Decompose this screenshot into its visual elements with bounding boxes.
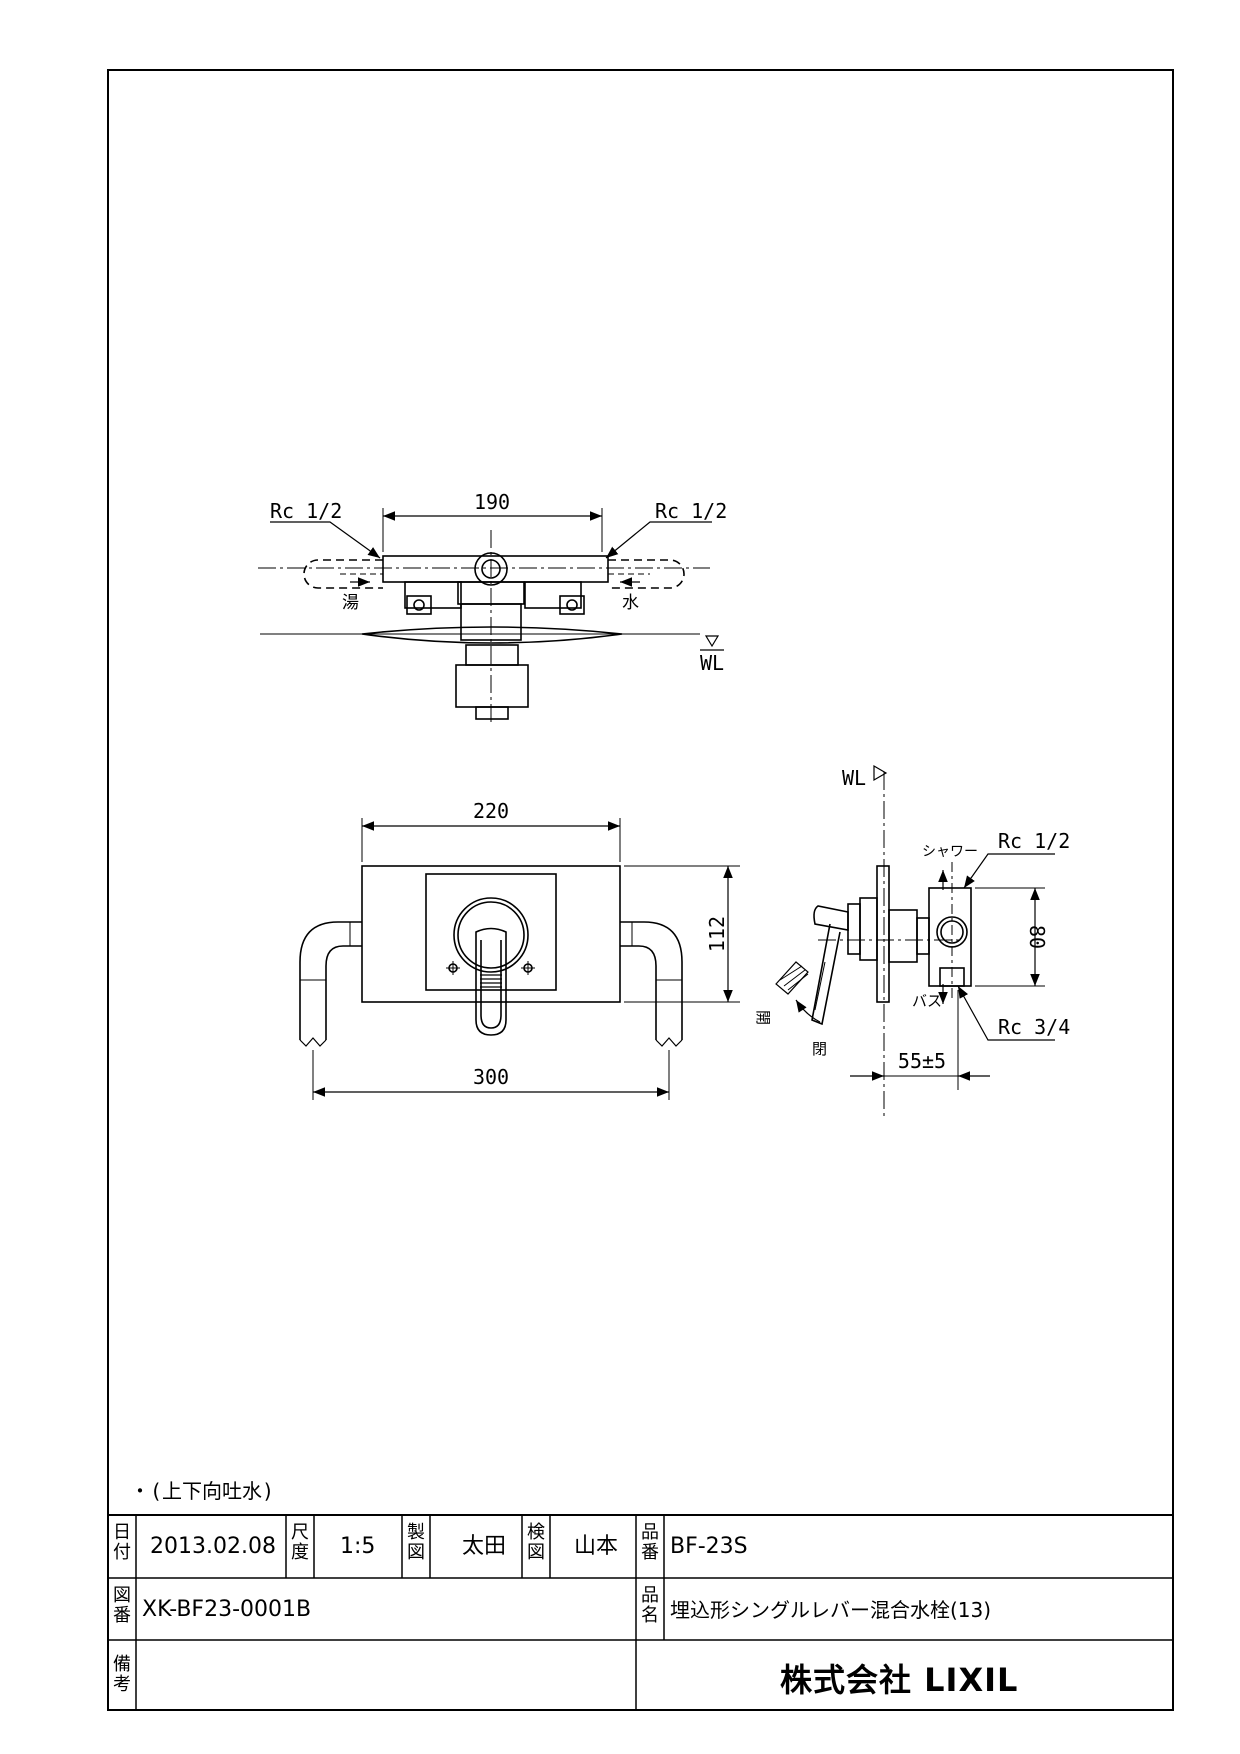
front-view xyxy=(299,818,740,1100)
dim-300: 300 xyxy=(473,1065,509,1089)
scale-label: 尺度 xyxy=(291,1522,309,1563)
cold-label: 水 xyxy=(622,593,639,613)
conn-top-label: Rc 1/2 xyxy=(998,829,1070,853)
checked-by: 山本 xyxy=(574,1534,619,1559)
side-view xyxy=(775,764,1055,1120)
open-label: 開 xyxy=(754,1010,772,1025)
wl-label-side: WL xyxy=(842,766,866,790)
shower-label: シャワー xyxy=(922,844,978,860)
bath-label: バス xyxy=(912,992,942,1010)
date-value: 2013.02.08 xyxy=(150,1534,276,1559)
title-block-grid xyxy=(108,1514,1173,1710)
scale-value: 1:5 xyxy=(340,1534,376,1559)
sheet-border xyxy=(107,69,1174,1711)
dim-112: 112 xyxy=(705,916,729,952)
spout-note: ・(上下向吐水) xyxy=(130,1479,274,1503)
side-view-labels: WL シャワー バス Rc 1/2 Rc 3/4 80 55±5 開 閉 xyxy=(754,766,1070,1073)
conn-right-label: Rc 1/2 xyxy=(655,499,727,523)
drawing-no: XK-BF23-0001B xyxy=(142,1597,312,1622)
conn-left-label: Rc 1/2 xyxy=(270,499,342,523)
front-view-labels: 220 300 112 xyxy=(473,799,729,1089)
dim-190: 190 xyxy=(474,490,510,514)
part-no: BF-23S xyxy=(670,1534,748,1559)
date-label: 日付 xyxy=(113,1522,131,1563)
dim-55: 55±5 xyxy=(898,1049,946,1073)
wl-label-top: WL xyxy=(700,651,724,675)
top-view-labels: 190 Rc 1/2 Rc 1/2 湯 水 WL xyxy=(270,490,727,675)
close-label: 閉 xyxy=(812,1040,827,1058)
remarks-label: 備考 xyxy=(113,1654,131,1695)
hot-label: 湯 xyxy=(342,593,359,613)
drawn-label: 製図 xyxy=(407,1522,425,1563)
drawing-no-label: 図番 xyxy=(113,1585,131,1626)
conn-bottom-label: Rc 3/4 xyxy=(998,1015,1070,1039)
dim-80: 80 xyxy=(1025,925,1049,949)
company-name: 株式会社 LIXIL xyxy=(780,1661,1019,1699)
top-view xyxy=(258,508,724,725)
part-no-label: 品番 xyxy=(641,1522,659,1563)
drawn-by: 太田 xyxy=(462,1534,507,1559)
checked-label: 検図 xyxy=(527,1522,545,1563)
product-name-label: 品名 xyxy=(641,1585,659,1626)
product-name: 埋込形シングルレバー混合水栓(13) xyxy=(670,1598,992,1622)
dim-220: 220 xyxy=(473,799,509,823)
